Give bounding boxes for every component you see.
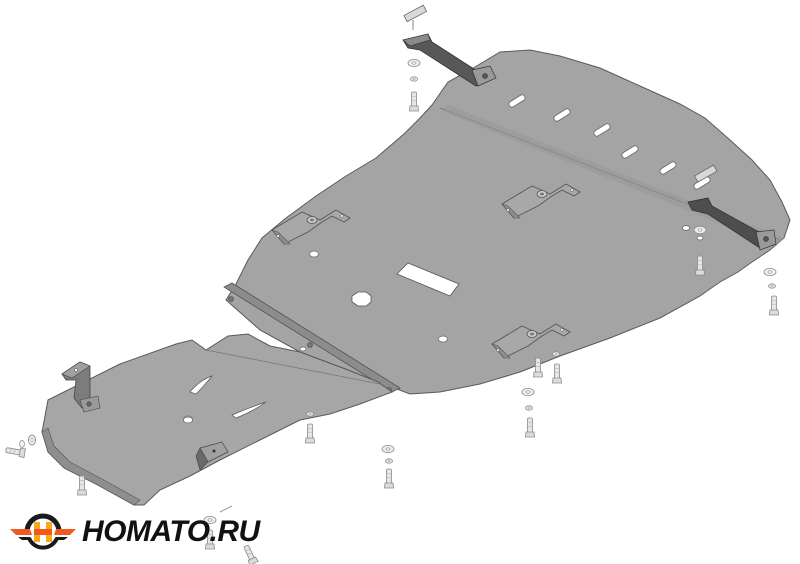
bolt-icon xyxy=(552,363,562,384)
rear-skid-plate xyxy=(41,333,394,506)
lock-washer-icon xyxy=(410,76,418,82)
bolt-icon xyxy=(409,91,419,112)
joint-strip xyxy=(223,282,401,393)
bolt-icon xyxy=(384,468,394,489)
bracket-top xyxy=(402,4,497,87)
lock-washer-icon xyxy=(768,283,776,289)
washer-icon xyxy=(763,267,777,277)
curved-slot xyxy=(231,401,267,419)
lock-washer-icon xyxy=(385,458,393,464)
rect-cutout xyxy=(396,262,460,297)
washer-icon xyxy=(693,225,707,235)
bracket-right xyxy=(687,164,777,251)
washer-icon xyxy=(521,387,535,397)
bolt-icon xyxy=(305,423,315,444)
washer-icon xyxy=(407,59,421,67)
lock-washer-icon xyxy=(525,405,533,411)
lock-washer-icon xyxy=(306,411,314,417)
lock-washer-icon xyxy=(552,351,560,357)
bolt-icon xyxy=(769,295,779,316)
bracket-rear-bottom xyxy=(195,441,229,471)
watermark-text: HOMATO.RU xyxy=(82,515,260,548)
ventilation-slots xyxy=(508,94,711,190)
bolt-icon xyxy=(525,417,535,438)
curved-slot xyxy=(189,375,214,395)
winged-h-emblem-icon xyxy=(10,513,76,550)
bracket-left-rear xyxy=(61,361,101,413)
fasteners xyxy=(4,59,779,564)
octagon-cutout xyxy=(351,291,372,307)
watermark-logo: HOMATO.RU xyxy=(10,512,260,552)
washer-icon xyxy=(381,444,395,454)
main-plate-body xyxy=(225,49,791,395)
